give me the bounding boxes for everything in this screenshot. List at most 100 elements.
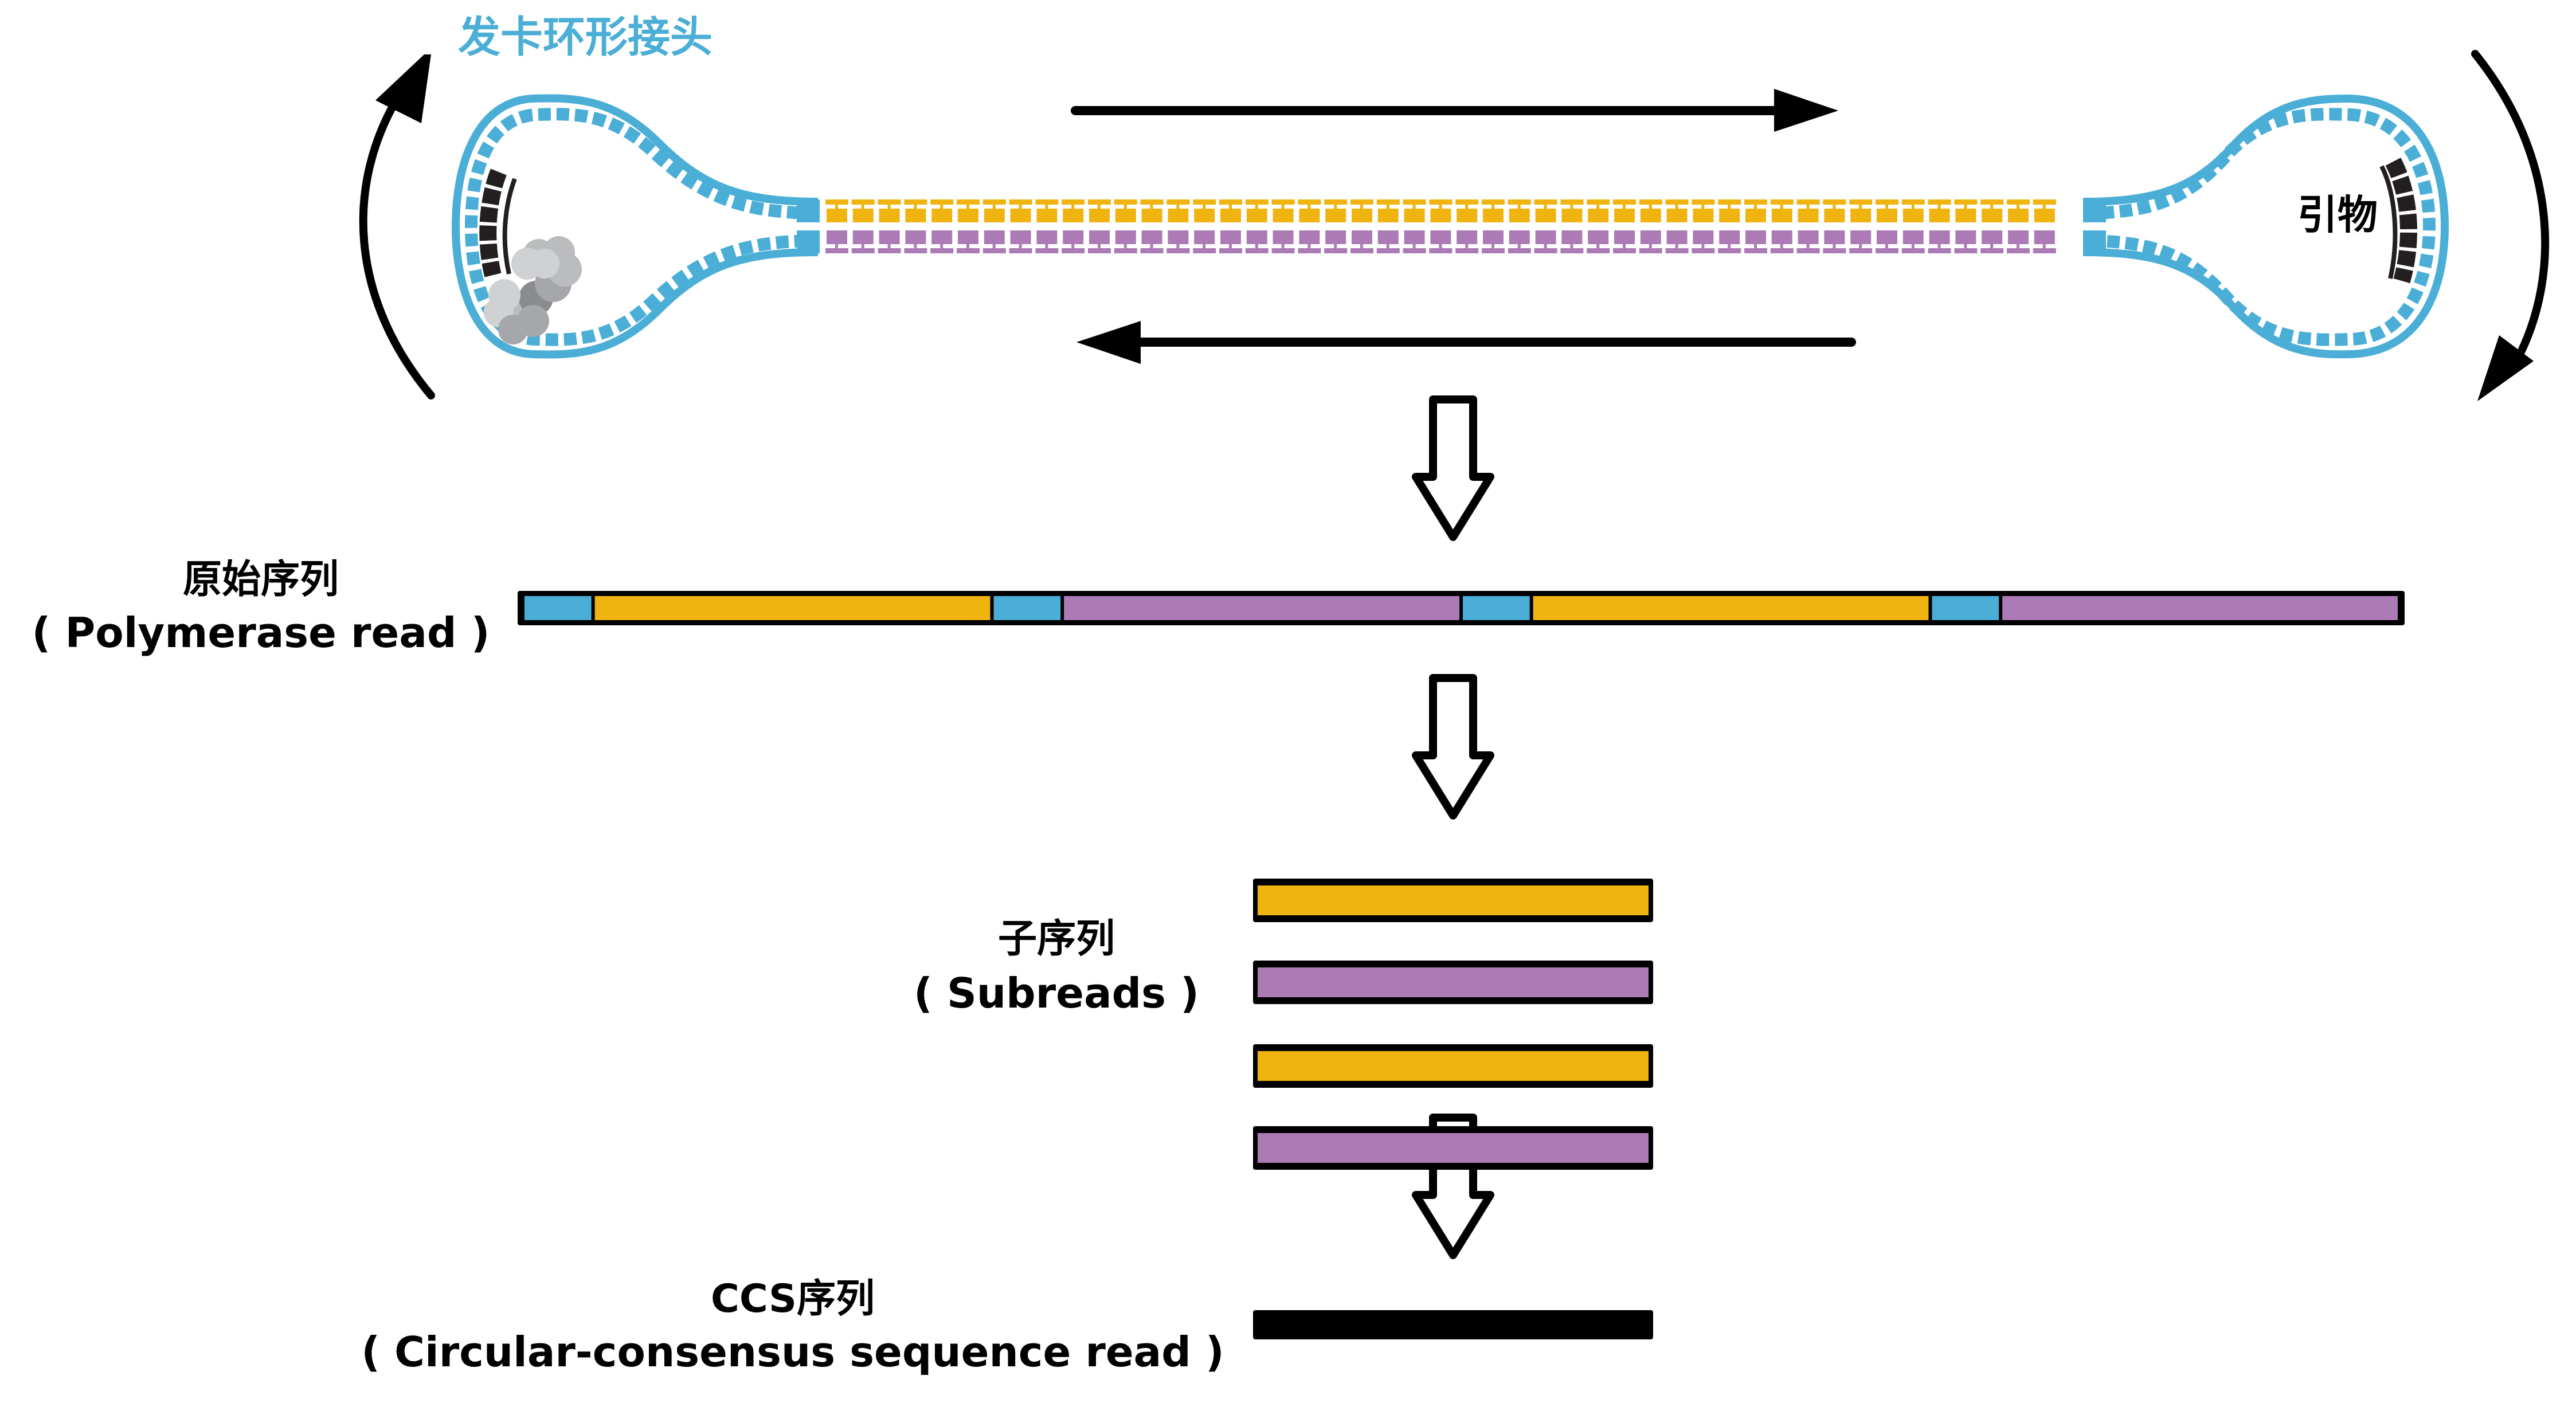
reverse-base-stem [1045,243,1048,249]
right-neck-bottom [2083,230,2106,253]
forward-base [1929,209,1950,222]
right-rotation-arrowhead [2477,335,2534,401]
forward-base-cap [1639,199,1662,205]
reverse-base [1273,230,1294,244]
forward-base-stem [1386,205,1389,210]
reverse-base-cap [1876,248,1898,253]
forward-base [1325,209,1346,222]
reverse-base-cap [1193,248,1216,253]
reverse-base-cap [1035,248,1059,253]
reverse-base [958,230,978,244]
forward-base-cap [1901,199,1925,205]
reverse-base [1246,230,1267,244]
forward-base-cap [1245,199,1269,205]
forward-base-stem [1229,205,1232,210]
forward-base-stem [1439,205,1442,210]
reverse-base-stem [1780,243,1783,249]
forward-base-cap [1062,199,1085,205]
forward-base-stem [1937,205,1941,210]
forward-base [827,209,847,222]
reverse-base-stem [1412,243,1416,249]
reverse-base [1404,230,1425,244]
forward-base [1666,209,1688,222]
forward-base [1273,209,1294,222]
forward-base-cap [1219,199,1242,205]
forward-base-stem [1623,205,1626,210]
reverse-base-cap [2033,248,2056,253]
left-rotation-arrow [359,88,435,399]
reverse-base [1719,230,1740,244]
forward-base-stem [1203,205,1206,210]
reverse-base [879,230,900,244]
reverse-base [1771,230,1792,244]
reverse-base-stem [1859,243,1862,249]
forward-base [1299,209,1320,222]
forward-base-cap [1429,199,1453,205]
forward-base-cap [1403,199,1426,205]
reverse-base [1509,230,1530,244]
polymerase-read-bar [518,591,2405,625]
forward-base-stem [1045,205,1048,210]
reverse-base-stem [2042,243,2046,249]
subreads-group [1253,879,1653,1170]
reverse-base-cap [1980,248,2004,253]
reverse-base-stem [1833,243,1836,249]
polymerase-read-segment-insert-reverse [2002,596,2398,620]
forward-base-stem [1570,205,1573,210]
left-hairpin-adapter [451,94,819,359]
left-neck-top [797,199,820,222]
forward-base-cap [1744,199,1767,205]
forward-base-cap [825,199,848,205]
reverse-base-cap [1665,248,1689,253]
reverse-base-stem [1990,243,1994,249]
reverse-base-stem [1203,243,1206,249]
reverse-base-cap [1298,248,1321,253]
forward-base-stem [1964,205,1967,210]
forward-base [1640,209,1661,222]
reverse-base-cap [1062,248,1085,253]
right-primer-backbone [2379,165,2398,279]
reverse-base-stem [1596,243,1600,249]
forward-base-cap [2033,199,2056,205]
right-hairpin-adapter [2082,94,2449,359]
forward-base [1089,209,1110,222]
forward-base [1824,209,1845,222]
reverse-base-cap [957,248,980,253]
forward-base-stem [1334,205,1337,210]
reverse-base [1824,230,1845,244]
forward-base-cap [1088,199,1111,205]
right-hairpin-bases [2082,108,2436,346]
reverse-base-cap [1219,248,1242,253]
reverse-base [1902,230,1924,244]
forward-base [1036,209,1058,222]
hairpin-adapter-label: 发卡环形接头 [458,13,712,62]
forward-base [1955,209,1976,222]
reverse-base [984,230,1005,244]
forward-base [1535,209,1556,222]
forward-base-cap [851,199,875,205]
subread-insert-reverse [1258,1133,1649,1163]
forward-base-stem [1675,205,1678,210]
forward-base [1745,209,1766,222]
reverse-base-stem [1885,243,1888,249]
forward-base-cap [1482,199,1505,205]
forward-base-stem [1649,205,1652,210]
forward-base-cap [1560,199,1584,205]
forward-base [984,209,1005,222]
reverse-base [931,230,953,244]
forward-base-stem [2042,205,2046,210]
forward-base [1561,209,1583,222]
reverse-base-cap [1796,248,1820,253]
smrtbell-template [359,50,2550,401]
forward-base-stem [1360,205,1363,210]
reverse-base-cap [1587,248,1610,253]
reverse-base [1929,230,1950,244]
polymerase-read-segment-adapter [1932,596,1999,620]
forward-base-cap [1324,199,1348,205]
left-neck-bottom [797,230,820,253]
reverse-base [1430,230,1451,244]
reverse-base-stem [1360,243,1363,249]
reverse-base-cap [930,248,954,253]
polymerase-read-label-en: ( Polymerase read ) [32,609,490,657]
